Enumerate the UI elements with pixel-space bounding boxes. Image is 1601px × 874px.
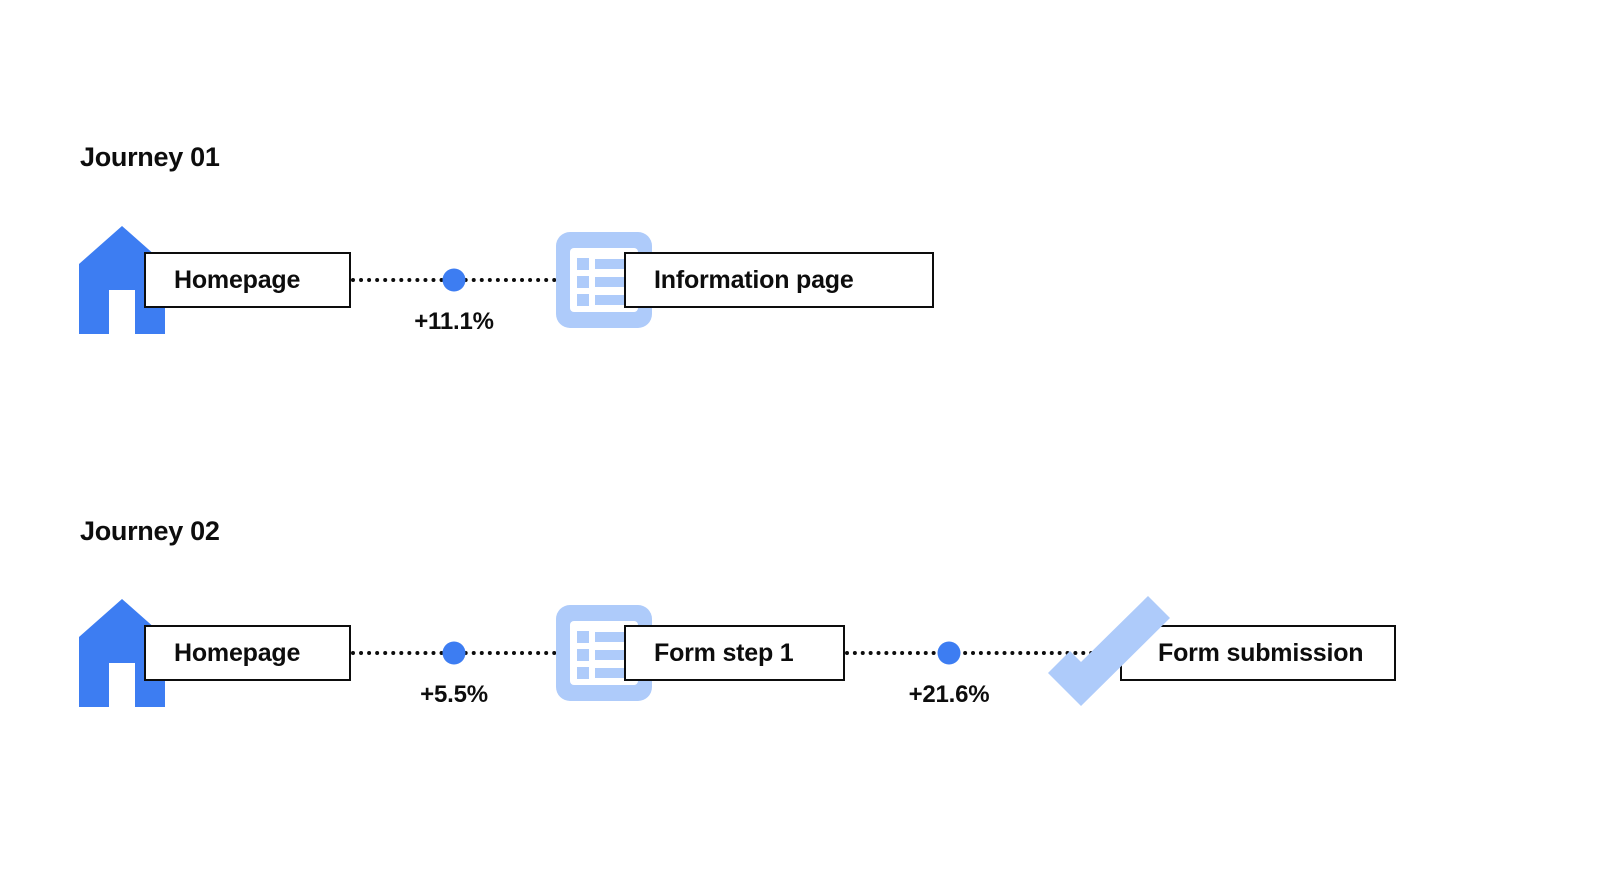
- node-box-homepage-01[interactable]: Homepage: [144, 252, 351, 308]
- journey-title-02: Journey 02: [80, 516, 220, 546]
- node-label-information-page: Information page: [654, 265, 854, 294]
- connection-label-02-1: +5.5%: [420, 681, 488, 708]
- connection-dot-02-1: [442, 641, 466, 665]
- node-box-information-page[interactable]: Information page: [624, 252, 934, 308]
- node-label-homepage-02: Homepage: [174, 638, 301, 667]
- checkmark-icon: [1048, 596, 1170, 709]
- node-label-homepage-01: Homepage: [174, 265, 301, 294]
- home-icon: [79, 226, 165, 334]
- connection-label-02-2: +21.6%: [908, 681, 990, 708]
- connector-line-02-1: [351, 651, 629, 655]
- node-label-form-submission: Form submission: [1158, 638, 1364, 667]
- journey-flow-01: Homepage Information page: [0, 210, 1601, 350]
- node-box-form-submission[interactable]: Form submission: [1120, 625, 1396, 681]
- node-label-form-step-1: Form step 1: [654, 638, 794, 667]
- connection-label-01-1: +11.1%: [414, 308, 494, 335]
- journey-flow-02: Homepage Form step 1: [0, 583, 1601, 723]
- node-box-form-step-1[interactable]: Form step 1: [624, 625, 845, 681]
- journey-title-01: Journey 01: [80, 142, 220, 172]
- connection-dot-01-1: [442, 268, 466, 292]
- connector-line-02-2: [845, 651, 1125, 655]
- node-box-homepage-02[interactable]: Homepage: [144, 625, 351, 681]
- connection-dot-02-2: [937, 641, 961, 665]
- connector-line-01-1: [351, 278, 629, 282]
- home-icon: [79, 599, 165, 707]
